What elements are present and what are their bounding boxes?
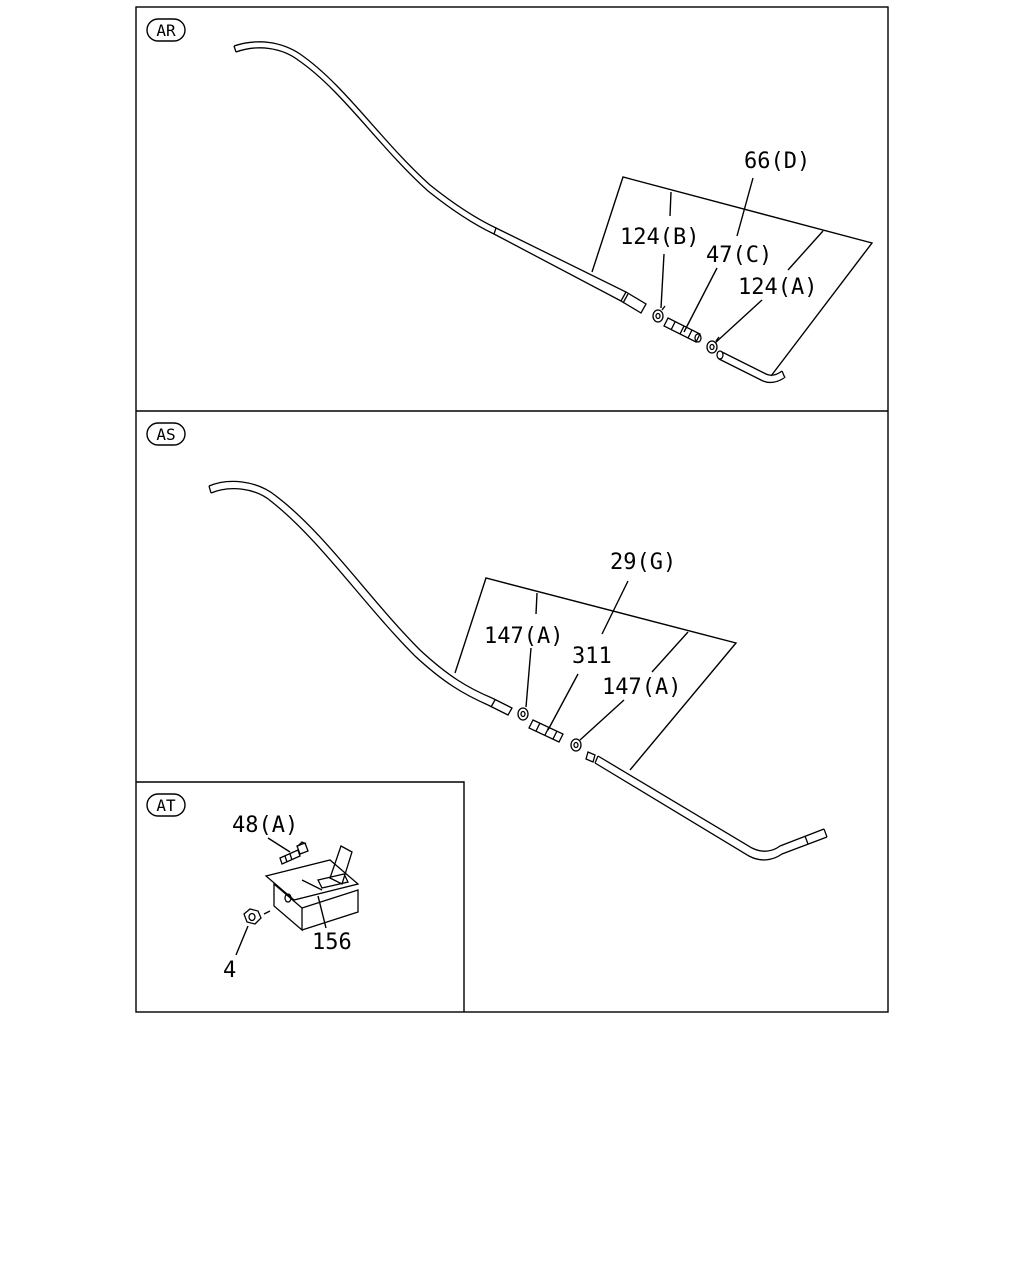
at-labels: 48(A) 156 4 xyxy=(223,813,352,983)
panel-ar: AR xyxy=(146,18,874,384)
label-47c: 47(C) xyxy=(706,243,772,268)
label-66d: 66(D) xyxy=(744,149,810,174)
panel-ar-tag-text: AR xyxy=(156,21,176,40)
panel-at-tag: AT xyxy=(146,793,186,817)
label-147a-right: 147(A) xyxy=(602,675,681,700)
at-bracket-strap xyxy=(329,845,353,885)
leader-147a-right xyxy=(579,699,625,741)
panel-ar-tag: AR xyxy=(146,18,186,42)
at-bolt-48a xyxy=(279,841,309,865)
as-connector-311 xyxy=(528,719,564,743)
as-callout-box xyxy=(454,577,738,771)
panel-as: AS xyxy=(146,422,828,861)
leader-124b-top xyxy=(669,191,672,217)
as-leaders xyxy=(525,580,689,741)
label-4: 4 xyxy=(223,958,236,983)
label-311: 311 xyxy=(572,644,612,669)
leader-156 xyxy=(317,895,327,929)
leader-124a xyxy=(714,299,763,344)
ar-labels: 66(D) 124(B) 47(C) 124(A) xyxy=(620,149,817,300)
leader-4 xyxy=(235,925,249,956)
leader-29g-right xyxy=(651,631,689,673)
at-bracket-156 xyxy=(264,845,360,932)
label-48a: 48(A) xyxy=(232,813,298,838)
leader-29g xyxy=(601,580,629,635)
panel-at: AT 48(A) xyxy=(146,793,360,983)
as-labels: 29(G) 147(A) 311 147(A) xyxy=(484,550,681,700)
ar-hose-end xyxy=(716,350,786,384)
leader-147a-left-top xyxy=(535,592,538,615)
leader-66d xyxy=(736,177,754,237)
ar-pipe-sleeve xyxy=(493,227,627,302)
at-nut-4 xyxy=(243,908,271,925)
ar-clip-124a xyxy=(706,336,720,354)
leader-124b xyxy=(660,253,665,309)
as-fuel-pipe xyxy=(208,480,513,716)
as-return-pipe xyxy=(585,751,828,861)
outer-frame xyxy=(135,6,889,1013)
label-147a-left: 147(A) xyxy=(484,624,563,649)
leader-48a xyxy=(267,837,291,853)
label-124b: 124(B) xyxy=(620,225,699,250)
leader-66d-right xyxy=(787,230,824,271)
as-clip-147a-left xyxy=(517,707,529,721)
label-29g: 29(G) xyxy=(610,550,676,575)
label-124a: 124(A) xyxy=(738,275,817,300)
as-clip-147a-right xyxy=(570,738,582,752)
label-156: 156 xyxy=(312,930,352,955)
ar-leaders xyxy=(660,177,824,344)
ar-fuel-pipe xyxy=(233,41,647,314)
panel-as-tag-text: AS xyxy=(156,425,175,444)
panel-as-tag: AS xyxy=(146,422,186,446)
diagram-frame xyxy=(135,6,889,1013)
at-leaders xyxy=(235,837,327,956)
leader-147a-left xyxy=(525,647,532,708)
panel-at-frame xyxy=(136,781,465,1012)
leader-311 xyxy=(547,673,579,731)
panel-at-tag-text: AT xyxy=(156,796,176,815)
ar-callout-box xyxy=(591,176,874,377)
leader-47c xyxy=(683,267,718,333)
ar-connector-47c xyxy=(663,317,702,343)
ar-clip-124b xyxy=(652,305,666,323)
